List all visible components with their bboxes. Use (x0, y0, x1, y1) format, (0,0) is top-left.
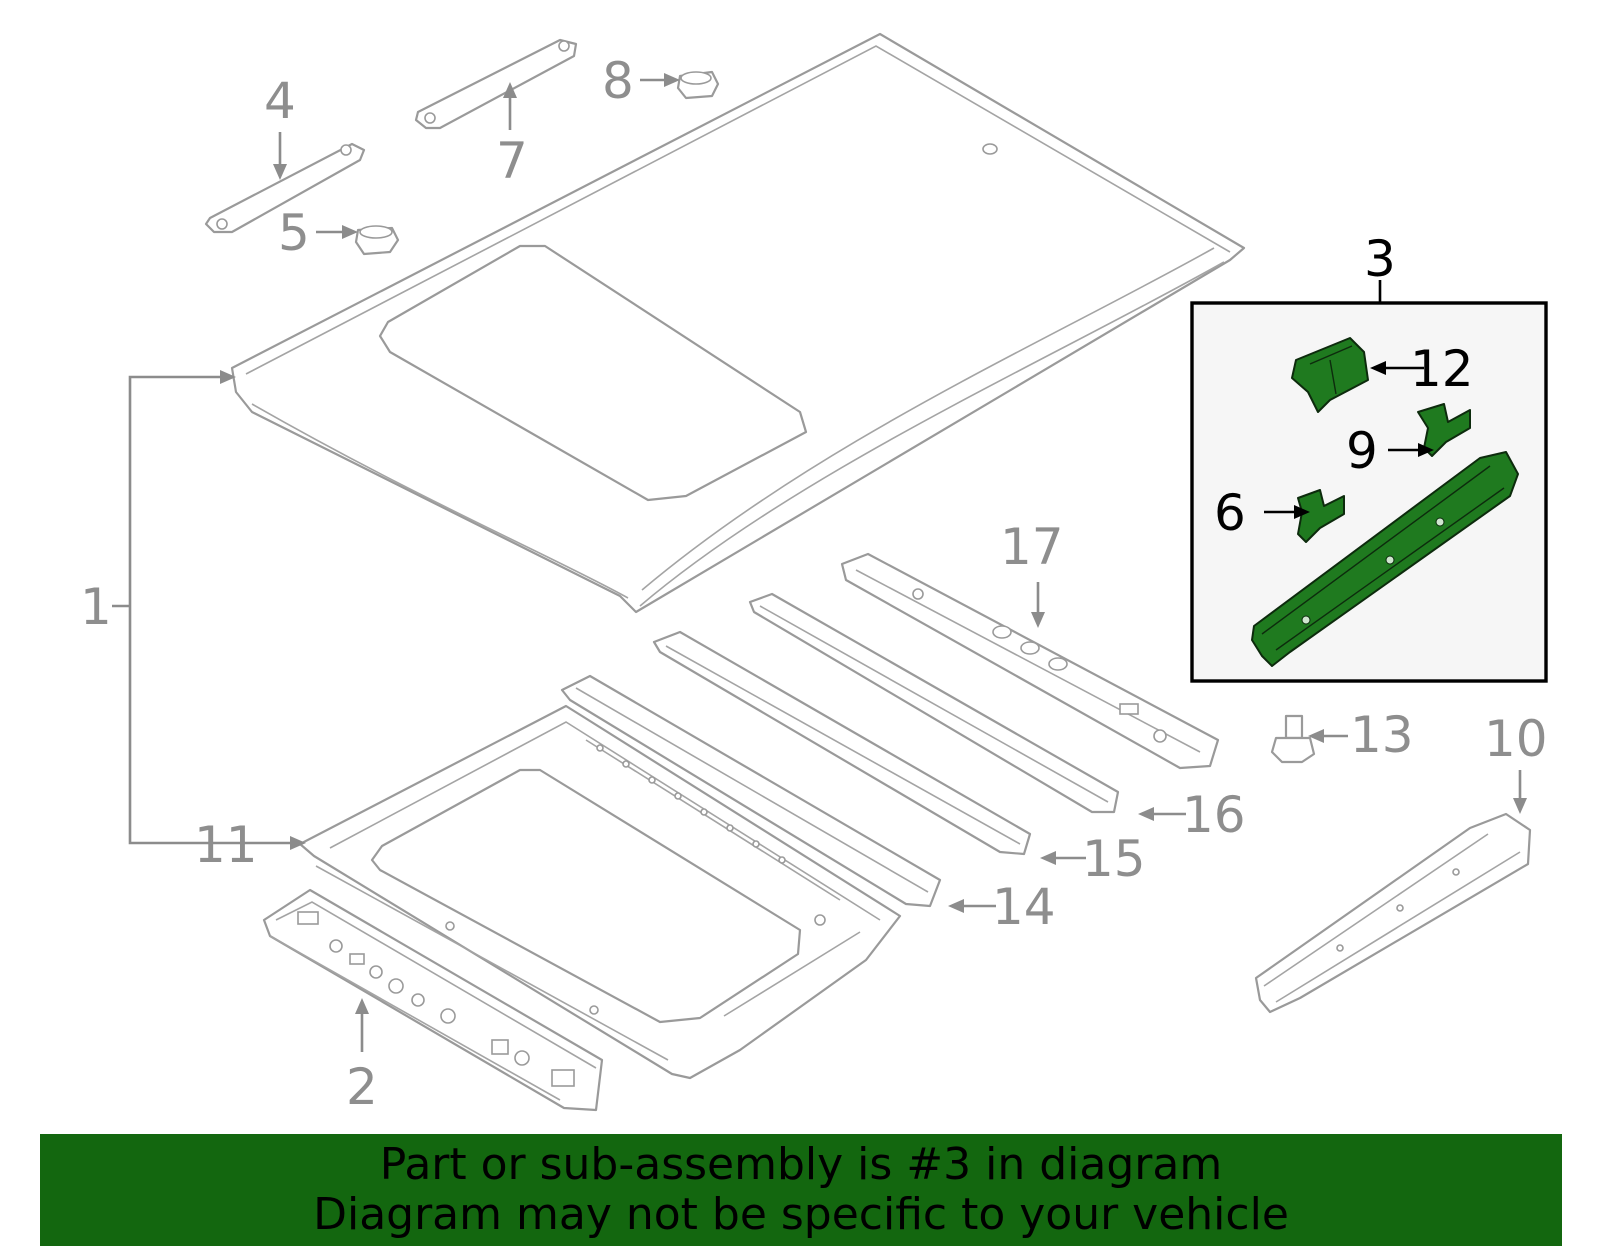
callout-16: 16 (1182, 786, 1246, 844)
rear-rail (1254, 812, 1532, 1014)
grommet-5 (354, 225, 400, 256)
front-header (262, 888, 604, 1112)
callout-1: 1 (80, 578, 112, 636)
callout-5: 5 (278, 204, 310, 262)
callout-14: 14 (992, 878, 1056, 936)
callout-11: 11 (194, 816, 258, 874)
part-12-green (1291, 337, 1369, 413)
roof-bow-16 (748, 592, 1120, 814)
callout-8: 8 (602, 52, 634, 110)
callout-4: 4 (264, 72, 296, 130)
grommet-8 (676, 70, 720, 100)
callout-15: 15 (1082, 830, 1146, 888)
reinforcement-bracket-7 (414, 38, 578, 130)
reinforcement-bracket-4 (204, 142, 366, 234)
callout-labels: 1 2 3 4 5 6 7 8 9 10 11 12 13 14 15 16 1… (80, 52, 1548, 1116)
rail-reinforcement-green (1251, 451, 1519, 667)
callout-6: 6 (1214, 484, 1246, 542)
callout-10: 10 (1484, 710, 1548, 768)
roof-panel (230, 32, 1246, 614)
leader-lines-selected (1264, 361, 1434, 519)
callout-3: 3 (1364, 230, 1396, 288)
callout-2: 2 (346, 1058, 378, 1116)
callout-7: 7 (496, 132, 528, 190)
bolt-13 (1270, 714, 1316, 764)
roof-bow-15 (652, 630, 1032, 856)
roof-frame (298, 704, 902, 1080)
part-9-green (1417, 403, 1471, 457)
callout-12: 12 (1410, 340, 1474, 398)
roof-bow-14 (560, 674, 942, 908)
callout-17: 17 (1000, 518, 1064, 576)
callout-13: 13 (1350, 706, 1414, 764)
banner-line-1: Part or sub-assembly is #3 in diagram (379, 1139, 1223, 1190)
roof-bow-17 (840, 552, 1220, 770)
info-banner: Part or sub-assembly is #3 in diagram Di… (40, 1134, 1562, 1246)
part-6-green (1297, 489, 1345, 543)
callout-9: 9 (1346, 422, 1378, 480)
banner-line-2: Diagram may not be specific to your vehi… (313, 1189, 1289, 1240)
leader-lines (112, 73, 1527, 1052)
